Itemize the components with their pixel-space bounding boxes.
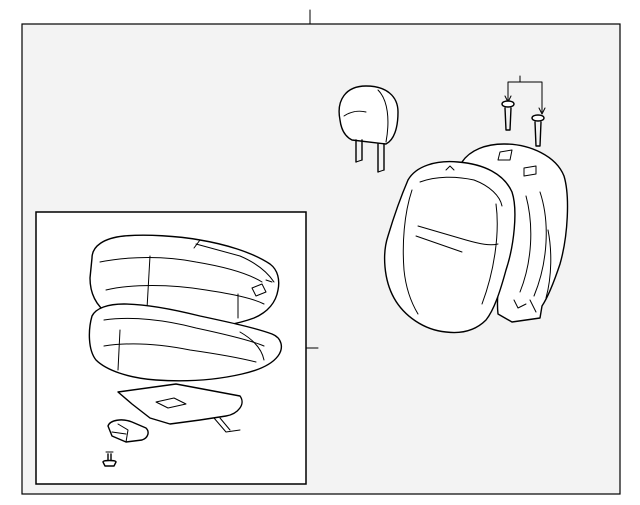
seat-back-cover-illustration	[383, 160, 516, 334]
seat-cushion-pad-illustration	[88, 303, 283, 382]
screw-illustration	[102, 451, 117, 467]
clip-fasteners-illustration	[501, 75, 546, 147]
seat-bracket-illustration	[107, 419, 149, 443]
headrest-illustration	[338, 85, 399, 173]
cushion-base-plate-illustration	[117, 383, 243, 433]
seat-back-frame-illustration	[461, 143, 569, 323]
